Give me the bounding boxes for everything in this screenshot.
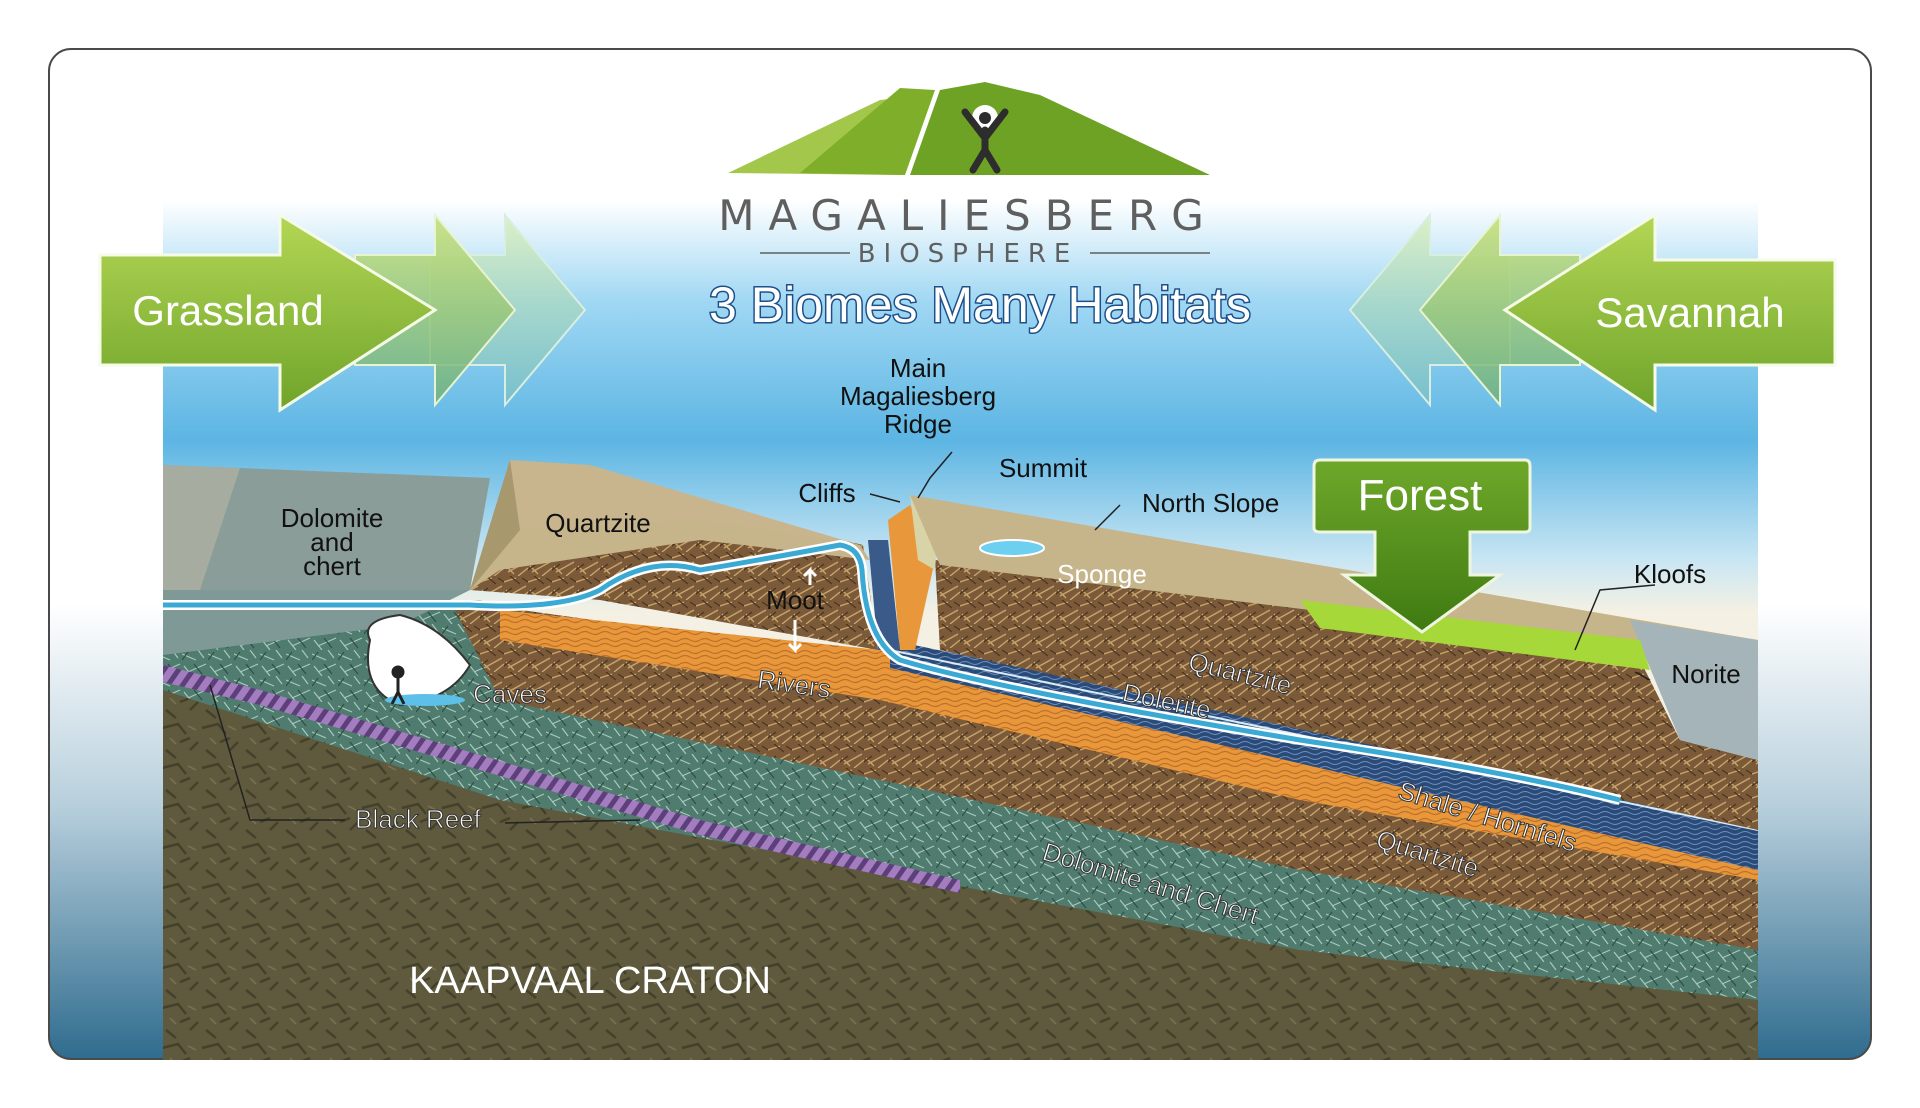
- savannah-arrow: Savannah: [1348, 212, 1837, 413]
- kloofs-area: [1300, 600, 1650, 670]
- grassland-arrow-main: [98, 212, 438, 413]
- label-moot: Moot: [766, 585, 825, 615]
- dolomite-chert-layer: [163, 625, 1758, 1000]
- label-summit: Summit: [999, 453, 1088, 483]
- norite-block: [1630, 620, 1758, 760]
- savannah-label: Savannah: [1595, 289, 1784, 336]
- logo-person-icon: [961, 105, 1009, 174]
- label-ridge-2: Magaliesberg: [840, 381, 996, 411]
- label-black-reef: Black Reef: [355, 804, 481, 834]
- dolomite-block: [163, 465, 490, 590]
- label-cliffs: Cliffs: [798, 478, 855, 508]
- leader-lines: [209, 451, 1656, 824]
- black-reef-layer: [163, 665, 960, 893]
- label-ridge-1: Main: [890, 353, 946, 383]
- sponge-pond: [979, 539, 1045, 557]
- lower-quartzite-layer: [450, 600, 1758, 950]
- label-dolomite-2: and: [310, 527, 353, 557]
- logo-name: MAGALIESBERG: [718, 191, 1218, 240]
- caver-figure: [390, 665, 406, 705]
- label-north-slope: North Slope: [1142, 488, 1279, 518]
- moot-arrow-up: [802, 566, 818, 585]
- grassland-arrow: Grassland: [98, 212, 587, 413]
- forest-arrow: Forest: [1312, 458, 1532, 634]
- label-caves: Caves: [473, 679, 547, 709]
- logo-sub: BIOSPHERE: [858, 239, 1079, 269]
- label-dolomite-1: Dolomite: [281, 503, 384, 533]
- label-sponge: Sponge: [1057, 559, 1147, 589]
- grassland-label: Grassland: [132, 287, 323, 334]
- label-quartzite-top: Quartzite: [545, 508, 651, 538]
- cross-section: [163, 460, 1758, 1060]
- label-craton: KAAPVAAL CRATON: [409, 960, 771, 1002]
- label-ridge-3: Ridge: [884, 409, 952, 439]
- shale-layer: [500, 610, 1758, 880]
- savannah-arrow-main: [1502, 212, 1837, 413]
- diagram-title: 3 Biomes Many Habitats: [709, 277, 1251, 333]
- label-dolomite-3: chert: [303, 551, 362, 581]
- label-kloofs: Kloofs: [1634, 559, 1706, 589]
- dolerite-layer: [890, 640, 1758, 870]
- logo: MAGALIESBERG BIOSPHERE: [718, 82, 1218, 269]
- moot-arrow-down: [787, 620, 803, 654]
- upper-quartzite-layer: [935, 560, 1758, 830]
- forest-label: Forest: [1358, 471, 1483, 520]
- cave: [367, 613, 472, 707]
- label-norite: Norite: [1671, 659, 1740, 689]
- ridge-surface: [910, 495, 1758, 740]
